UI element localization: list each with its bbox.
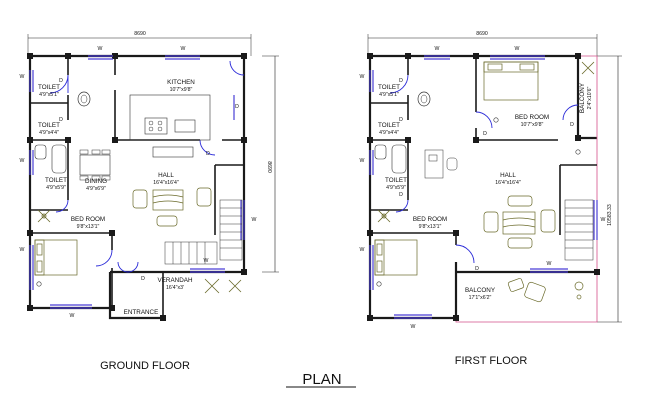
ff-window-mark: W [547,261,552,267]
gf-window-mark: W [98,46,103,52]
ff-window-mark: W [411,324,416,330]
plan-title: PLAN [302,371,341,388]
ff-window-mark: W [360,158,365,164]
gf-kitchen-size: 10'7"x9'8" [170,87,193,93]
ff-toilet3-name: TOILET [385,177,407,184]
gf-door-mark: D [141,276,145,282]
ff-bedroom2-name: BED ROOM [413,216,447,223]
gf-window-mark: W [204,258,209,264]
ff-balcony1-size: 2'4"x10'6" [587,87,593,110]
gf-door-mark: D [59,117,63,123]
gf-toilet1-name: TOILET [38,84,60,91]
ff-bedroom1-name: BED ROOM [515,114,549,121]
gf-toilet1-size: 4'9"x5'1" [39,92,59,98]
gf-toilet3-size: 4'9"x5'9" [46,185,66,191]
ff-balcony2-size: 17'1"x6'2" [469,295,492,301]
ff-window-mark: W [435,46,440,52]
ff-balcony2-name: BALCONY [465,287,496,294]
gf-window-mark: W [181,46,186,52]
ff-toilet1-name: TOILET [378,84,400,91]
gf-toilet2-size: 4'9"x4'4" [39,130,59,136]
ground-floor-plan: 8690 8690 [20,31,279,372]
ff-hall-size: 16'4"x16'4" [495,180,521,186]
ff-door-mark: D [399,117,403,123]
ff-depth-dimension: 10583.33 [607,204,613,226]
first-floor-caption: FIRST FLOOR [455,355,528,367]
ff-door-mark: D [483,131,487,137]
gf-bedroom-size: 9'8"x13'1" [77,224,100,230]
gf-dining-name: DINING [85,178,107,185]
ground-floor-caption: GROUND FLOOR [100,360,190,372]
gf-toilet2-name: TOILET [38,122,60,129]
gf-door-mark: D [59,78,63,84]
ff-width-dimension: 8690 [476,31,488,37]
gf-bedroom-name: BED ROOM [71,216,105,223]
ff-window-mark: W [360,74,365,80]
gf-window-mark: W [20,247,25,253]
ff-toilet3-size: 4'9"x5'9" [386,185,406,191]
gf-window-mark: W [20,74,25,80]
ff-door-mark: D [399,78,403,84]
ff-toilet2-name: TOILET [378,122,400,129]
ff-window-mark: W [360,247,365,253]
gf-hall-name: HALL [158,172,174,179]
ff-window-mark: W [601,217,606,223]
gf-hall-size: 16'4"x16'4" [153,180,179,186]
gf-door-mark: D [206,151,210,157]
ff-door-mark: D [399,192,403,198]
gf-window-mark: W [20,158,25,164]
gf-verandah-size: 16'4"x3' [166,285,184,291]
ff-bedroom1-size: 10'7"x9'8" [521,122,544,128]
gf-window-mark: W [70,313,75,319]
gf-door-mark: D [235,104,239,110]
gf-width-dimension: 8690 [134,31,146,37]
gf-toilet3-name: TOILET [45,177,67,184]
ff-toilet1-size: 4'9"x5'1" [379,92,399,98]
gf-depth-dimension: 8690 [266,161,272,173]
gf-dining-size: 4'9"x6'9" [86,186,106,192]
ff-door-mark: D [475,266,479,272]
ff-toilet2-size: 4'9"x4'4" [379,130,399,136]
ff-window-mark: W [515,46,520,52]
gf-window-mark: W [252,217,257,223]
ff-balcony1-name: BALCONY [579,82,586,113]
ff-hall-name: HALL [500,172,516,179]
ff-door-mark: D [570,122,574,128]
gf-kitchen-name: KITCHEN [167,79,195,86]
first-floor-plan: 8690 10583.33 [360,31,622,367]
gf-entrance-name: ENTRANCE [124,309,159,316]
gf-verandah-name: VERANDAH [158,277,193,284]
ff-bedroom2-size: 9'8"x13'1" [419,224,442,230]
